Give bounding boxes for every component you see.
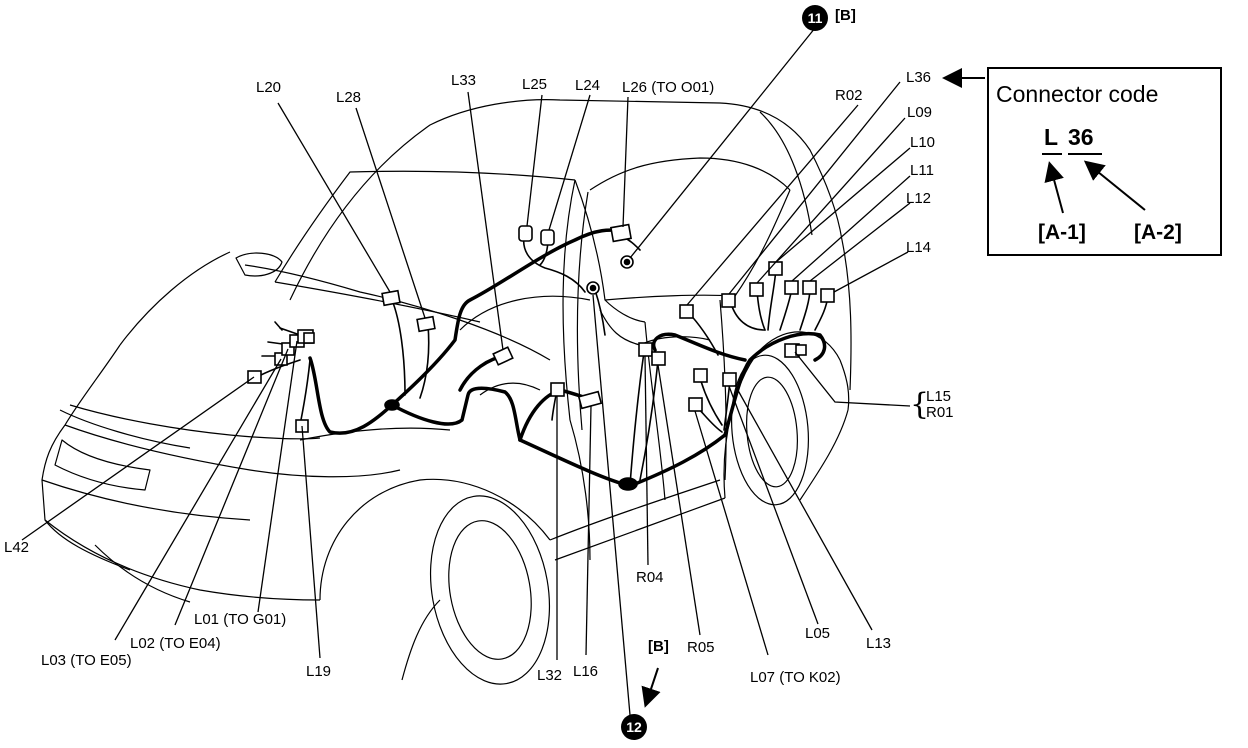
label-l28: L28 <box>336 89 362 106</box>
label-l09: L09 <box>907 104 933 121</box>
label-l10: L10 <box>910 134 936 151</box>
label-l11: L11 <box>910 162 934 179</box>
label-l07: L07 (TO K02) <box>750 669 841 686</box>
label-l24: L24 <box>575 77 601 94</box>
label-r01: R01 <box>926 404 954 421</box>
label-l19: L19 <box>306 663 332 680</box>
vehicle-outline <box>41 99 852 685</box>
label-l02: L02 (TO E04) <box>130 635 221 652</box>
label-l20: L20 <box>256 79 282 96</box>
legend-part1: [A-1] <box>1038 221 1086 244</box>
label-r05: R05 <box>687 639 715 656</box>
label-l03: L03 (TO E05) <box>41 652 132 669</box>
brace-l15-r01: { <box>910 387 930 422</box>
badge-11: 11 <box>802 5 828 31</box>
label-l33: L33 <box>451 72 477 89</box>
label-l16: L16 <box>573 663 599 680</box>
wiring-harness <box>308 228 827 488</box>
legend-title: Connector code <box>996 81 1159 107</box>
legend-number-underline <box>1068 153 1102 155</box>
legend-letter: L <box>1044 124 1059 150</box>
label-b-bottom: [B] <box>648 638 669 655</box>
legend-letter-underline <box>1042 153 1062 155</box>
branch-wires <box>254 231 829 486</box>
label-r02: R02 <box>835 87 863 104</box>
label-b-top: [B] <box>835 7 856 24</box>
label-l14: L14 <box>906 239 932 256</box>
badge-12: 12 <box>621 714 647 740</box>
leader-lines <box>21 27 911 716</box>
label-l42: L42 <box>4 539 30 556</box>
legend-number: 36 <box>1068 124 1094 150</box>
label-l36: L36 <box>906 69 932 86</box>
label-l15: L15 <box>926 388 952 405</box>
label-l32: L32 <box>537 667 563 684</box>
label-l05: L05 <box>805 625 831 642</box>
legend-part2: [A-2] <box>1134 221 1182 244</box>
connector-code-legend: Connector code L 36 [A-1] [A-2] <box>987 67 1222 256</box>
label-r04: R04 <box>636 569 664 586</box>
label-l01: L01 (TO G01) <box>194 611 287 628</box>
label-l25: L25 <box>522 76 548 93</box>
arrows <box>641 68 1146 708</box>
label-l13: L13 <box>866 635 892 652</box>
label-l26: L26 (TO O01) <box>622 79 715 96</box>
label-l12: L12 <box>906 190 932 207</box>
